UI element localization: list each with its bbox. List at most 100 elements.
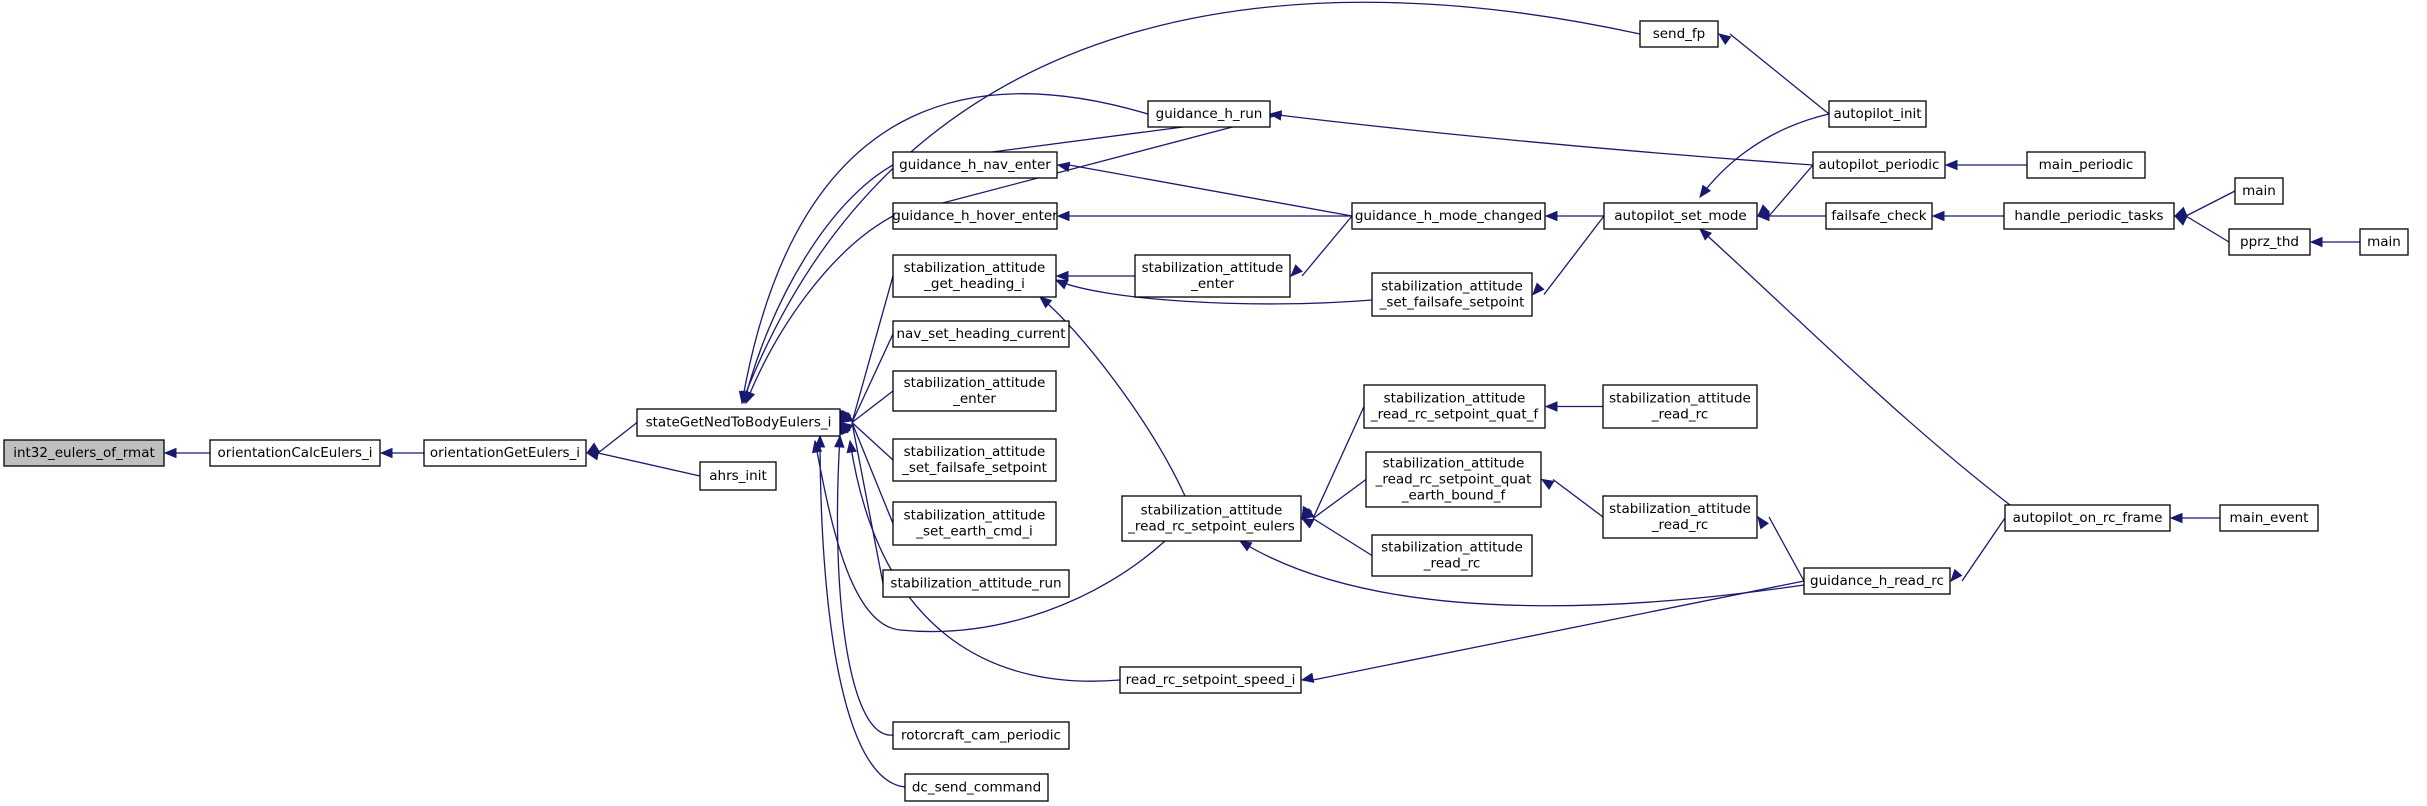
node-box — [1602, 495, 1758, 539]
node-autopilot-init[interactable]: autopilot_init — [1828, 100, 1927, 128]
node-stabilization-attitude-set-earth-cmd-i[interactable]: stabilization_attitude_set_earth_cmd_i — [892, 501, 1057, 546]
node-autopilot-on-rc-frame[interactable]: autopilot_on_rc_frame — [2004, 504, 2171, 532]
node-stabilization-attitude-read-rc[interactable]: stabilization_attitude_read_rc — [1602, 495, 1758, 539]
edge-arrowhead — [2173, 206, 2188, 217]
node-label: int32_eulers_of_rmat — [13, 445, 155, 461]
node-main[interactable]: main — [2359, 228, 2409, 256]
node-label: rotorcraft_cam_periodic — [901, 728, 1061, 744]
node-stategetnedtobodyeulers-i[interactable]: stateGetNedToBodyEulers_i — [636, 408, 841, 437]
node-send-fp[interactable]: send_fp — [1639, 20, 1719, 48]
node-guidance-h-read-rc[interactable]: guidance_h_read_rc — [1803, 567, 1951, 595]
edge-n30-to-n25 — [1757, 164, 1814, 217]
node-label: orientationGetEulers_i — [430, 445, 580, 461]
edge-arrowhead — [846, 439, 857, 454]
node-label: _set_failsafe_setpoint — [1379, 295, 1525, 311]
node-box — [2219, 504, 2319, 532]
node-box — [636, 408, 841, 437]
node-label: ahrs_init — [709, 468, 767, 484]
edge-n31-to-n25 — [1756, 210, 1826, 222]
edge-arrowhead — [1944, 159, 1958, 171]
node-stabilization-attitude-read-rc-setpoint-eulers[interactable]: stabilization_attitude_read_rc_setpoint_… — [1121, 495, 1302, 542]
node-pprz-thd[interactable]: pprz_thd — [2228, 228, 2311, 256]
node-label: handle_periodic_tasks — [2014, 208, 2163, 224]
node-orientationgeteulers-i[interactable]: orientationGetEulers_i — [423, 439, 587, 467]
node-label: nav_set_heading_current — [897, 326, 1066, 342]
edge-line — [1068, 164, 1353, 217]
edge-line — [1961, 517, 2006, 582]
node-guidance-h-mode-changed[interactable]: guidance_h_mode_changed — [1351, 202, 1546, 230]
node-ahrs-init[interactable]: ahrs_init — [699, 461, 777, 491]
edge-arrowhead — [585, 450, 600, 461]
node-box — [892, 202, 1058, 230]
node-failsafe-check[interactable]: failsafe_check — [1825, 202, 1933, 230]
edge-n20-to-n17 — [1290, 215, 1353, 277]
node-guidance-h-hover-enter[interactable]: guidance_h_hover_enter — [892, 202, 1058, 230]
node-box — [892, 254, 1057, 298]
node-box — [1147, 100, 1271, 128]
node-label: autopilot_periodic — [1819, 157, 1940, 173]
node-orientationcalceulers-i[interactable]: orientationCalcEulers_i — [209, 439, 381, 467]
node-stabilization-attitude-set-failsafe-setpoint[interactable]: stabilization_attitude_set_failsafe_setp… — [892, 438, 1057, 482]
node-nav-set-heading-current[interactable]: nav_set_heading_current — [892, 320, 1070, 348]
edge-n21-to-n9 — [1054, 279, 1373, 305]
node-handle-periodic-tasks[interactable]: handle_periodic_tasks — [2003, 202, 2175, 230]
node-main-periodic[interactable]: main_periodic — [2026, 151, 2146, 179]
node-label: dc_send_command — [912, 780, 1041, 796]
node-box — [892, 501, 1057, 546]
edge-line — [1269, 113, 1814, 166]
node-label: stabilization_attitude — [904, 260, 1046, 276]
node-guidance-h-run[interactable]: guidance_h_run — [1147, 100, 1271, 128]
edge-n20-to-n7 — [1056, 161, 1353, 217]
edge-n20-to-n8 — [1056, 210, 1352, 222]
node-label: read_rc_setpoint_speed_i — [1126, 672, 1296, 688]
edge-line — [1729, 33, 1830, 115]
node-autopilot-periodic[interactable]: autopilot_periodic — [1812, 151, 1946, 179]
node-stabilization-attitude-get-heading-i[interactable]: stabilization_attitude_get_heading_i — [892, 254, 1057, 298]
node-guidance-h-nav-enter[interactable]: guidance_h_nav_enter — [892, 151, 1058, 179]
node-stabilization-attitude-read-rc-setpoint-quat-f[interactable]: stabilization_attitude_read_rc_setpoint_… — [1363, 384, 1546, 429]
edges-layer — [163, 1, 2360, 788]
node-read-rc-setpoint-speed-i[interactable]: read_rc_setpoint_speed_i — [1119, 666, 1302, 694]
node-box — [1371, 272, 1533, 317]
node-box — [1828, 100, 1927, 128]
edge-line — [1312, 406, 1365, 519]
node-label: stabilization_attitude — [1383, 456, 1525, 472]
edge-arrowhead — [2169, 512, 2183, 524]
node-stabilization-attitude-read-rc[interactable]: stabilization_attitude_read_rc — [1602, 384, 1758, 429]
node-box — [1351, 202, 1546, 230]
node-label: send_fp — [1653, 26, 1706, 42]
node-label: stateGetNedToBodyEulers_i — [646, 415, 832, 431]
node-box — [3, 439, 165, 467]
node-label: _read_rc_setpoint_eulers — [1127, 519, 1295, 535]
edge-n7-to-n3 — [741, 164, 894, 405]
edge-arrowhead — [1238, 540, 1253, 552]
node-stabilization-attitude-read-rc[interactable]: stabilization_attitude_read_rc — [1371, 534, 1533, 577]
node-label: autopilot_set_mode — [1614, 208, 1746, 224]
node-dc-send-command[interactable]: dc_send_command — [904, 773, 1049, 802]
edge-n24-to-n18 — [1300, 517, 1373, 557]
node-stabilization-attitude-enter[interactable]: stabilization_attitude_enter — [892, 370, 1057, 412]
node-box — [1121, 495, 1302, 542]
edge-line — [819, 435, 906, 788]
edge-arrowhead — [1717, 33, 1732, 46]
node-label: _earth_bound_f — [1401, 488, 1507, 504]
node-stabilization-attitude-set-failsafe-setpoint[interactable]: stabilization_attitude_set_failsafe_setp… — [1371, 272, 1533, 317]
edge-n17-to-n9 — [1055, 270, 1135, 282]
node-autopilot-set-mode[interactable]: autopilot_set_mode — [1603, 202, 1758, 230]
edge-arrowhead — [1055, 270, 1069, 282]
edge-line — [851, 333, 894, 423]
edge-arrowhead — [1532, 282, 1545, 296]
edge-n30-to-n6 — [1268, 110, 1814, 166]
node-rotorcraft-cam-periodic[interactable]: rotorcraft_cam_periodic — [892, 721, 1070, 750]
edge-n27-to-n23 — [1540, 478, 1604, 518]
edge-n8-to-n3 — [745, 215, 894, 405]
node-stabilization-attitude-enter[interactable]: stabilization_attitude_enter — [1134, 254, 1291, 298]
node-label: autopilot_on_rc_frame — [2013, 510, 2163, 526]
node-stabilization-attitude-run[interactable]: stabilization_attitude_run — [882, 569, 1070, 598]
node-label: stabilization_attitude — [1609, 501, 1751, 517]
node-main[interactable]: main — [2234, 177, 2284, 205]
node-stabilization-attitude-read-rc-setpoint-quat-earth-bound-f[interactable]: stabilization_attitude_read_rc_setpoint_… — [1365, 451, 1542, 508]
edge-n15-to-n3 — [834, 434, 894, 736]
node-main-event[interactable]: main_event — [2219, 504, 2319, 532]
node-int32-eulers-of-rmat[interactable]: int32_eulers_of_rmat — [3, 439, 165, 467]
